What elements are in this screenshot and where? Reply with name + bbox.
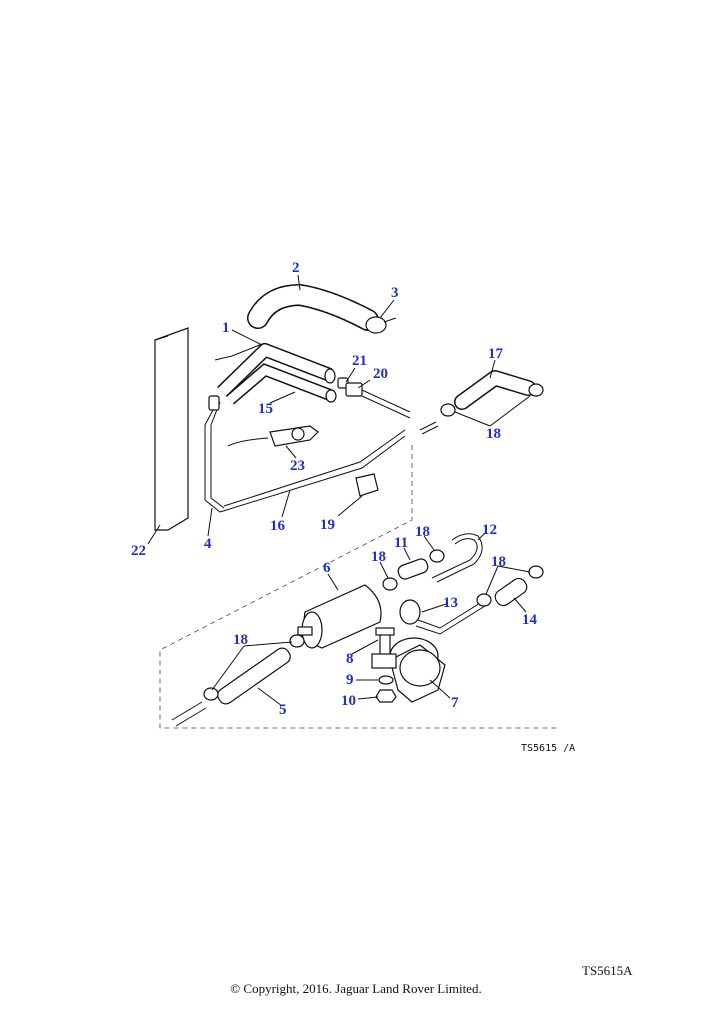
callout-8: 8 [346,651,354,667]
part-19-clip [355,473,379,497]
part-2-corrugated-hose [247,283,379,331]
part-5-hose [171,634,305,727]
part-6-fuel-filter [297,584,382,649]
callout-18-e: 18 [233,632,248,648]
part-16-line [219,429,406,513]
callout-18-a: 18 [486,426,501,442]
part-18-clamp [476,593,492,607]
illustration-code: TS5615A [582,963,633,978]
part-9-washer [378,675,394,685]
part-11-hose [397,558,429,580]
part-14-hose [494,577,528,607]
callout-19: 19 [320,517,335,533]
callouts: 1 2 3 4 5 6 7 8 9 10 11 12 13 14 15 16 1… [131,260,575,754]
callout-7: 7 [451,695,459,711]
callout-1: 1 [222,320,230,336]
part-18-clamp [382,577,398,591]
callout-9: 9 [346,672,354,688]
part-1-pipe [217,343,336,398]
callout-16: 16 [270,518,286,534]
callout-10: 10 [341,693,356,709]
part-8-bolt [371,627,397,669]
callout-4: 4 [204,536,212,552]
callout-2: 2 [292,260,300,276]
callout-6: 6 [323,560,331,576]
part-15-pipe [214,343,337,405]
callout-18-d: 18 [491,554,506,570]
assembly-boundary [159,445,560,729]
callout-13: 13 [443,595,458,611]
callout-23: 23 [290,458,305,474]
part-7-bracket [389,637,446,703]
part-4-line [204,395,225,513]
part-3-clamp [365,316,397,334]
callout-21: 21 [352,353,367,369]
callout-5: 5 [279,702,287,718]
callout-15: 15 [258,401,273,417]
callout-18-b: 18 [415,524,430,540]
part-22-panel [154,327,189,531]
callout-12: 12 [482,522,497,538]
part-23-clip [227,425,319,447]
copyright-notice: © Copyright, 2016. Jaguar Land Rover Lim… [230,981,482,996]
part-20-union [345,382,411,419]
callout-3: 3 [391,285,399,301]
part-18-clamp [429,549,445,563]
part-18-clamp [528,565,544,579]
callout-11: 11 [394,535,408,551]
diagram-reference-code: TS5615 /A [521,743,575,754]
callout-22: 22 [131,543,146,559]
part-17-hose [419,370,544,435]
part-12-pipe [431,533,483,583]
part-10-nut [375,689,397,703]
callout-18-c: 18 [371,549,386,565]
part-13-grommet [399,599,486,635]
callout-14: 14 [522,612,538,628]
leader-lines [147,274,531,707]
callout-17: 17 [488,346,504,362]
callout-20: 20 [373,366,388,382]
